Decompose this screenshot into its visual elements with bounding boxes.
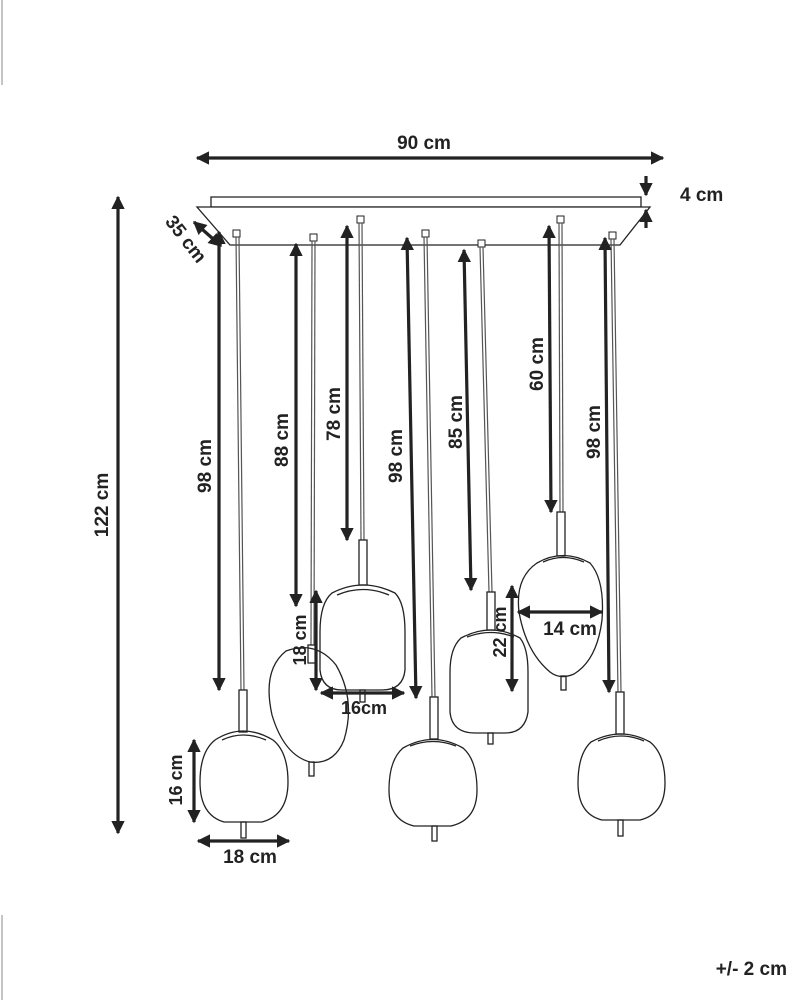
canopy-height-label: 4 cm [680,185,723,206]
total-height-label: 122 cm [92,473,113,537]
pendant-lamp-3 [319,539,406,703]
wire-6-label: 60 cm [527,337,548,391]
pendant-lamp-1 [199,689,289,839]
pendant-lamp-7 [577,691,666,837]
pendant-lamp-6 [517,511,604,691]
pendant-lamp-5 [449,591,529,745]
tolerance-label: +/- 2 cm [716,959,787,980]
dimension-arrows [111,151,665,848]
wire-1-label: 98 cm [195,439,216,493]
shade-3-height-label: 18 cm [290,614,310,665]
wire-4-label: 98 cm [386,429,407,483]
pendant-wires [235,222,622,698]
wire-7-label: 98 cm [584,405,605,459]
wire-3-label: 78 cm [324,387,345,441]
canopy-depth-label: 35 cm [160,212,210,267]
shade-6-width-label: 14 cm [543,619,597,640]
width-label: 90 cm [397,133,451,154]
wire-5-label: 85 cm [446,395,467,449]
pendant-lamp-4 [388,696,478,842]
wire-mounts [232,215,617,248]
shade-1-height-label: 16 cm [166,754,186,805]
shade-3-width-label: 16cm [341,698,387,718]
shade-1-width-label: 18 cm [223,847,277,868]
shade-5-height-label: 22 cm [490,606,510,657]
wire-2-label: 88 cm [272,413,293,467]
